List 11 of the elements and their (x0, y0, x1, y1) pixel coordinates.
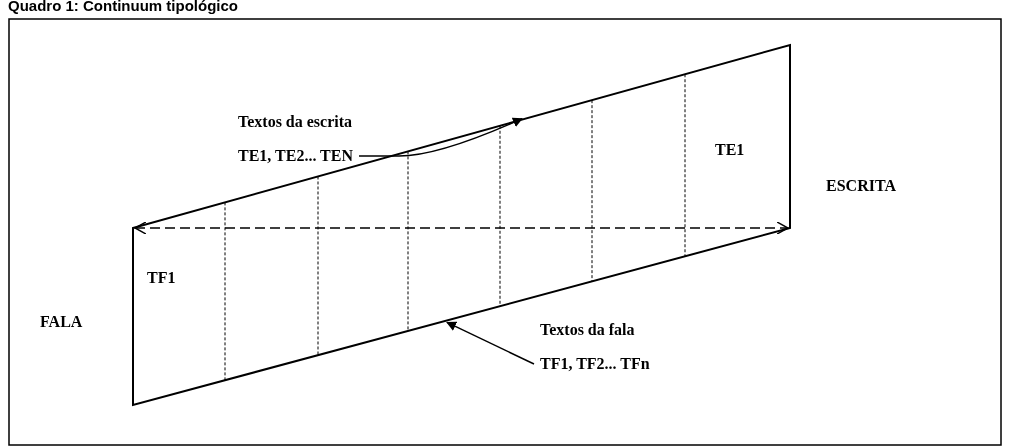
leader-arrow (358, 117, 523, 157)
pole-label: FALA (40, 312, 83, 332)
callout-heading: Textos da escrita (238, 112, 353, 132)
pole-label: ESCRITA (826, 176, 896, 196)
leader-arrow (446, 321, 535, 365)
callout-heading: Textos da fala (540, 320, 636, 340)
callout-text: TE1, TE2... TEN (238, 146, 353, 166)
callout-text: TF1, TF2... TFn (540, 354, 650, 374)
title: Quadro 1: Continuum tipológico (8, 0, 238, 14)
side-label: TE1 (715, 140, 745, 160)
side-label: TF1 (147, 268, 176, 288)
